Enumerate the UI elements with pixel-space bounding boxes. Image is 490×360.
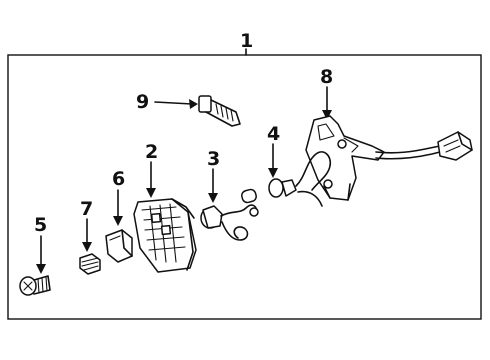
part-9-bolt: 9 xyxy=(136,91,241,127)
callout-5: 5 xyxy=(34,214,47,236)
arrow-9 xyxy=(154,101,193,105)
callout-2: 2 xyxy=(145,141,158,163)
callout-9: 9 xyxy=(136,91,149,113)
part-2-lamp-housing: 2 xyxy=(133,141,197,273)
diagram-frame xyxy=(7,54,482,320)
part-5-screw: 5 xyxy=(19,214,51,296)
part-4-bulb: 4 xyxy=(241,123,297,204)
callout-8: 8 xyxy=(320,66,333,88)
callout-7: 7 xyxy=(80,198,93,220)
callout-4: 4 xyxy=(267,123,280,145)
part-3-bulb-socket: 3 xyxy=(200,148,259,241)
part-8-bracket-harness: 8 xyxy=(295,66,473,207)
callout-1: 1 xyxy=(240,30,253,52)
part-7-nut: 7 xyxy=(79,198,101,275)
part-6-clip: 6 xyxy=(105,168,133,263)
callout-6: 6 xyxy=(112,168,125,190)
callout-3: 3 xyxy=(207,148,220,170)
